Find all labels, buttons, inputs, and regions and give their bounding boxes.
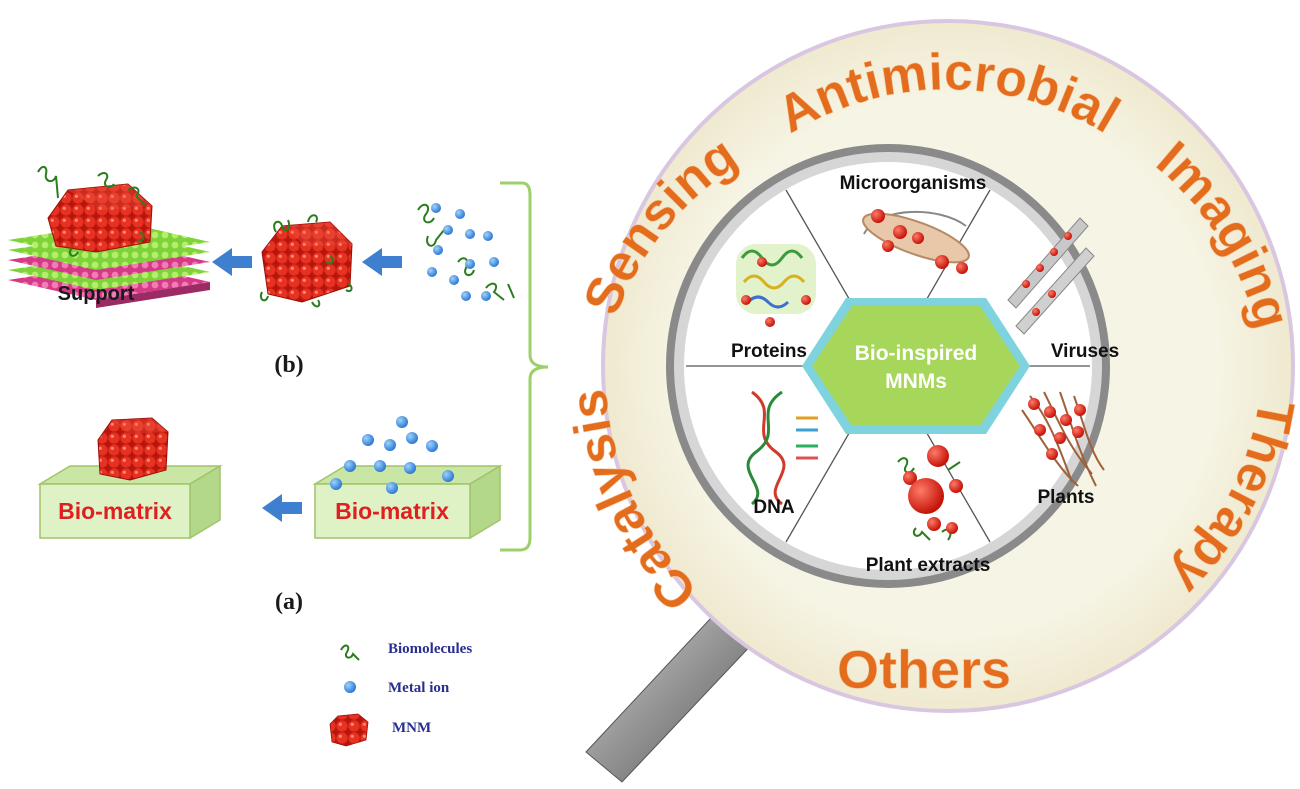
segment-label-microorganisms: Microorganisms bbox=[840, 173, 987, 194]
center-label-line2: MNMs bbox=[885, 370, 947, 393]
microorganism-illustration bbox=[862, 209, 970, 274]
mnm-cluster-supported bbox=[47, 183, 153, 253]
mnm-cluster-on-matrix bbox=[97, 417, 169, 481]
bio-matrix-left-label: Bio-matrix bbox=[58, 498, 172, 524]
plant-illustration bbox=[1021, 391, 1105, 487]
segment-label-plants: Plants bbox=[1037, 487, 1094, 508]
ions-biomolecules-mixture-b bbox=[417, 203, 515, 301]
legend-mnm-icon bbox=[329, 713, 369, 747]
panel-b-label: (b) bbox=[274, 352, 303, 378]
protein-illustration bbox=[736, 244, 816, 327]
virus-illustration bbox=[1007, 217, 1095, 335]
legend-biomolecules-label: Biomolecules bbox=[388, 641, 472, 657]
center-hexagon: Bio-inspired MNMs bbox=[802, 298, 1030, 434]
arrow-capping-step bbox=[362, 248, 402, 276]
legend-biomolecule-icon bbox=[340, 644, 360, 661]
bio-matrix-left: Bio-matrix bbox=[37, 464, 223, 540]
supported-mnm-illustration: Support bbox=[8, 166, 210, 308]
arrow-matrix-step bbox=[262, 494, 302, 522]
support-label: Support bbox=[58, 283, 135, 305]
segment-label-proteins: Proteins bbox=[731, 341, 807, 362]
segment-label-dna: DNA bbox=[753, 497, 794, 518]
metal-ions-on-matrix bbox=[330, 416, 454, 494]
ring-label-bottom: Others bbox=[837, 640, 1011, 700]
capped-mnm-illustration bbox=[259, 214, 353, 308]
segment-label-plant-extracts: Plant extracts bbox=[866, 555, 991, 576]
biomolecule-strands-supported bbox=[37, 166, 147, 257]
center-label-line1: Bio-inspired bbox=[855, 342, 978, 365]
dna-illustration bbox=[746, 390, 818, 506]
bio-matrix-right-label: Bio-matrix bbox=[335, 498, 449, 524]
legend: Biomolecules Metal ion MNM bbox=[329, 641, 472, 747]
arrow-support-step bbox=[212, 248, 252, 276]
segment-label-viruses: Viruses bbox=[1051, 341, 1119, 362]
panel-a-label: (a) bbox=[275, 589, 303, 615]
plant-extract-illustration bbox=[897, 445, 963, 541]
legend-metal-ion-icon bbox=[344, 681, 356, 693]
bio-matrix-right: Bio-matrix bbox=[312, 464, 503, 540]
legend-metal-ion-label: Metal ion bbox=[388, 680, 450, 696]
legend-mnm-label: MNM bbox=[392, 720, 431, 736]
grouping-bracket bbox=[500, 181, 549, 552]
